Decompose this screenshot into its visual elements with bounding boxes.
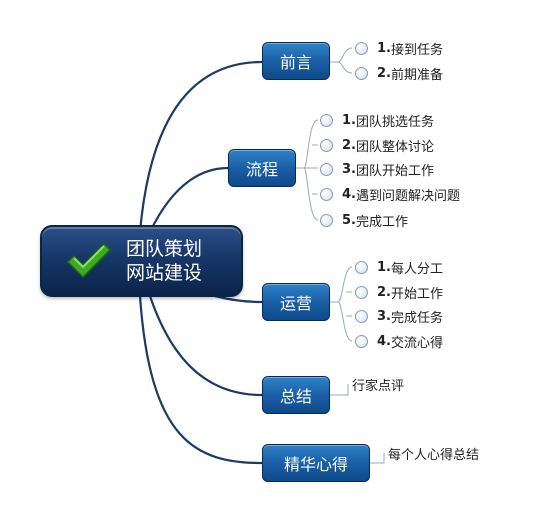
topic-circle-icon: [320, 138, 333, 152]
topic-circle-icon: [355, 334, 368, 348]
item-text: 交流心得: [390, 335, 443, 351]
item-text: 团队整体讨论: [355, 139, 434, 155]
root-title-line2: 网站建设: [126, 262, 203, 284]
item-text: 遇到问题解决问题: [355, 188, 460, 204]
topic-circle-icon: [320, 187, 333, 201]
connector-root-summary: [148, 294, 264, 397]
item-text: 前期准备: [390, 67, 443, 83]
item-text: 完成任务: [390, 310, 443, 326]
list-item-process-2[interactable]: 2. 团队整体讨论: [320, 135, 434, 155]
root-title-line1: 团队策划: [126, 238, 203, 260]
branch-node-essence[interactable]: 精华心得: [262, 444, 370, 482]
item-number: 3.: [377, 308, 391, 324]
item-number: 4.: [342, 186, 356, 202]
item-text: 团队挑选任务: [355, 114, 434, 130]
branch-node-operation[interactable]: 运营: [262, 283, 330, 321]
list-item-operation-2[interactable]: 2. 开始工作: [355, 282, 443, 302]
branch-node-preface[interactable]: 前言: [262, 42, 330, 80]
topic-circle-icon: [320, 113, 333, 127]
topic-circle-icon: [320, 213, 333, 227]
summary-note[interactable]: 行家点评: [352, 379, 405, 394]
branch-node-process[interactable]: 流程: [228, 149, 296, 187]
connector-root-preface: [138, 60, 264, 234]
list-item-process-1[interactable]: 1. 团队挑选任务: [320, 110, 434, 130]
item-text: 团队开始工作: [355, 163, 434, 179]
list-item-process-4[interactable]: 4. 遇到问题解决问题: [320, 184, 460, 204]
item-number: 2.: [377, 284, 391, 300]
bracket-summary: [330, 384, 349, 396]
topic-circle-icon: [355, 66, 368, 80]
connector-root-process: [148, 166, 230, 234]
item-number: 4.: [377, 333, 391, 349]
list-item-operation-4[interactable]: 4. 交流心得: [355, 331, 443, 351]
item-number: 2.: [377, 65, 391, 81]
item-text: 每人分工: [390, 261, 443, 277]
list-item-preface-1[interactable]: 1. 接到任务: [355, 38, 443, 58]
list-item-preface-2[interactable]: 2. 前期准备: [355, 63, 443, 83]
bracket-preface: [330, 47, 353, 74]
item-number: 1.: [377, 259, 391, 275]
topic-circle-icon: [320, 162, 333, 176]
branch-label-preface: 前言: [279, 53, 312, 72]
item-number: 2.: [342, 137, 356, 153]
list-item-process-3[interactable]: 3. 团队开始工作: [320, 159, 434, 179]
item-text: 接到任务: [390, 42, 443, 58]
essence-note[interactable]: 每个人心得总结: [388, 448, 480, 463]
list-item-operation-1[interactable]: 1. 每人分工: [355, 257, 443, 277]
topic-circle-icon: [355, 309, 368, 323]
list-item-process-5[interactable]: 5. 完成工作: [320, 210, 408, 230]
branch-label-process: 流程: [245, 160, 278, 179]
root-node[interactable]: 团队策划 网站建设: [40, 225, 243, 297]
topic-circle-icon: [355, 285, 368, 299]
item-text: 开始工作: [390, 286, 443, 302]
branch-label-operation: 运营: [279, 294, 312, 313]
item-text: 完成工作: [355, 214, 408, 230]
branch-label-essence: 精华心得: [283, 455, 348, 474]
bracket-essence: [370, 453, 385, 464]
topic-circle-icon: [355, 41, 368, 55]
connector-root-essence: [138, 294, 264, 465]
item-number: 3.: [342, 161, 356, 177]
branch-node-summary[interactable]: 总结: [262, 376, 330, 414]
item-number: 1.: [342, 112, 356, 128]
checkmark-icon: [67, 243, 111, 278]
root-title: 团队策划 网站建设: [126, 237, 202, 285]
item-number: 1.: [377, 40, 391, 56]
item-number: 5.: [342, 212, 356, 228]
bracket-operation: [330, 266, 353, 342]
branch-label-summary: 总结: [279, 387, 312, 406]
bracket-process: [296, 119, 319, 221]
list-item-operation-3[interactable]: 3. 完成任务: [355, 306, 443, 326]
topic-circle-icon: [355, 260, 368, 274]
